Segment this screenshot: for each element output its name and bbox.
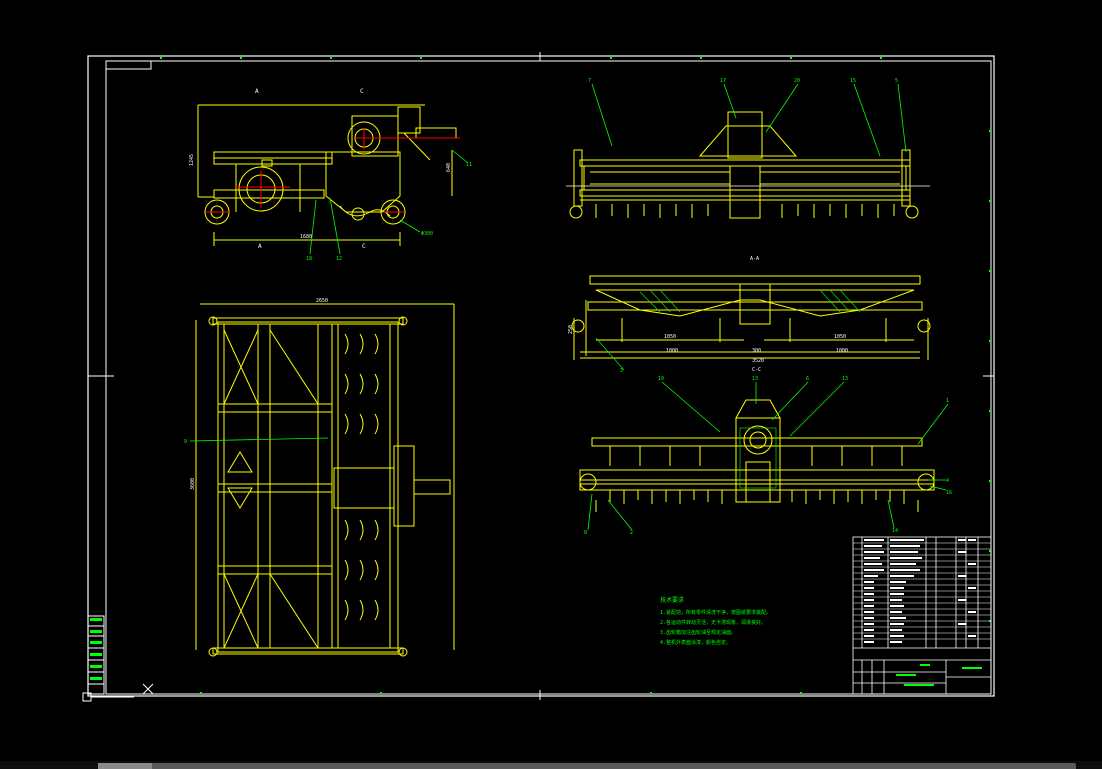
balloon-20: 20 bbox=[794, 78, 800, 84]
parts-list-rows bbox=[853, 542, 991, 640]
section-aa-dim-3: 1000 bbox=[666, 348, 678, 354]
balloon-17: 17 bbox=[720, 78, 726, 84]
side-view-bottom-label-a: A bbox=[258, 243, 262, 250]
section-aa-total-dim: 3520 bbox=[752, 358, 764, 364]
plan-view-width-dim: 2650 bbox=[316, 298, 328, 304]
balloon-cc-14: 14 bbox=[892, 528, 898, 534]
section-aa-dim-4: 300 bbox=[752, 348, 761, 354]
technical-notes-line-1: 1.装配前，所有零件清洗干净，按图纸要求装配。 bbox=[660, 609, 771, 616]
balloon-11: 11 bbox=[466, 162, 472, 168]
technical-notes-line-2: 2.各运动件转动灵活，无卡滞现象，润滑良好。 bbox=[660, 619, 766, 626]
section-cc-view[interactable]: C-C bbox=[579, 367, 952, 536]
section-aa-dim-2: 1050 bbox=[834, 334, 846, 340]
technical-notes-title: 技术要求 bbox=[660, 596, 684, 604]
side-view-bottom-label-c: C bbox=[362, 243, 366, 250]
revision-strip bbox=[87, 615, 105, 695]
plan-view[interactable]: 2650 3600 9 bbox=[184, 298, 455, 657]
side-view-sub-dim: 640 bbox=[446, 163, 452, 172]
section-cc-label: C-C bbox=[752, 367, 761, 373]
scrollbar-thumb-highlight bbox=[98, 763, 152, 769]
balloon-7: 7 bbox=[588, 78, 591, 84]
frame-zone-marks bbox=[160, 57, 991, 694]
side-view-wheel-dim: Φ300 bbox=[421, 231, 433, 237]
balloon-cc-13a: 13 bbox=[752, 376, 758, 382]
balloon-cc-10: 10 bbox=[658, 376, 664, 382]
scrollbar-thumb[interactable] bbox=[98, 763, 1076, 769]
balloon-cc-4: 4 bbox=[946, 478, 949, 484]
balloon-cc-8: 8 bbox=[584, 530, 587, 536]
horizontal-scrollbar[interactable] bbox=[0, 761, 1102, 769]
sheet-frame bbox=[87, 52, 995, 700]
plan-view-length-dim: 3600 bbox=[190, 478, 196, 490]
section-aa-view[interactable]: A-A 1050 1050 1000 bbox=[568, 256, 931, 374]
section-aa-height-dim: 250 bbox=[568, 325, 574, 334]
technical-notes-line-4: 4.整机外表面涂漆，颜色自定。 bbox=[660, 639, 731, 646]
side-view-height-dim: 1245 bbox=[189, 154, 195, 166]
balloon-12: 12 bbox=[336, 256, 342, 262]
balloon-3: 3 bbox=[620, 368, 623, 374]
balloon-cc-1: 1 bbox=[946, 398, 949, 404]
balloon-cc-16: 16 bbox=[946, 490, 952, 496]
technical-notes-line-3: 3.齿轮箱加注齿轮油至规定油面。 bbox=[660, 629, 736, 636]
side-view-label-c: C bbox=[360, 88, 364, 95]
balloon-5: 5 bbox=[895, 78, 898, 84]
balloon-18: 18 bbox=[306, 256, 312, 262]
balloon-cc-2: 2 bbox=[630, 530, 633, 536]
section-aa-dim-5: 1000 bbox=[836, 348, 848, 354]
technical-notes: 技术要求 1.装配前，所有零件清洗干净，按图纸要求装配。 2.各运动件转动灵活，… bbox=[660, 596, 771, 646]
ucs-icon bbox=[82, 692, 134, 702]
balloon-15: 15 bbox=[850, 78, 856, 84]
crosshair-icon bbox=[142, 683, 154, 695]
side-view[interactable]: A C A C 1245 1680 640 Φ300 11 18 12 bbox=[189, 88, 472, 262]
parts-list-text-strokes bbox=[864, 539, 976, 643]
section-aa-label: A-A bbox=[750, 256, 759, 262]
front-view[interactable]: 7 17 20 15 5 bbox=[566, 78, 930, 219]
side-view-length-dim: 1680 bbox=[300, 234, 312, 240]
side-view-label-a: A bbox=[255, 88, 259, 95]
balloon-9: 9 bbox=[184, 439, 187, 445]
section-aa-dim-1: 1050 bbox=[664, 334, 676, 340]
title-block-fields bbox=[896, 664, 982, 686]
parts-list-title-block[interactable] bbox=[852, 536, 992, 695]
balloon-cc-6: 6 bbox=[806, 376, 809, 382]
balloon-cc-13b: 13 bbox=[842, 376, 848, 382]
